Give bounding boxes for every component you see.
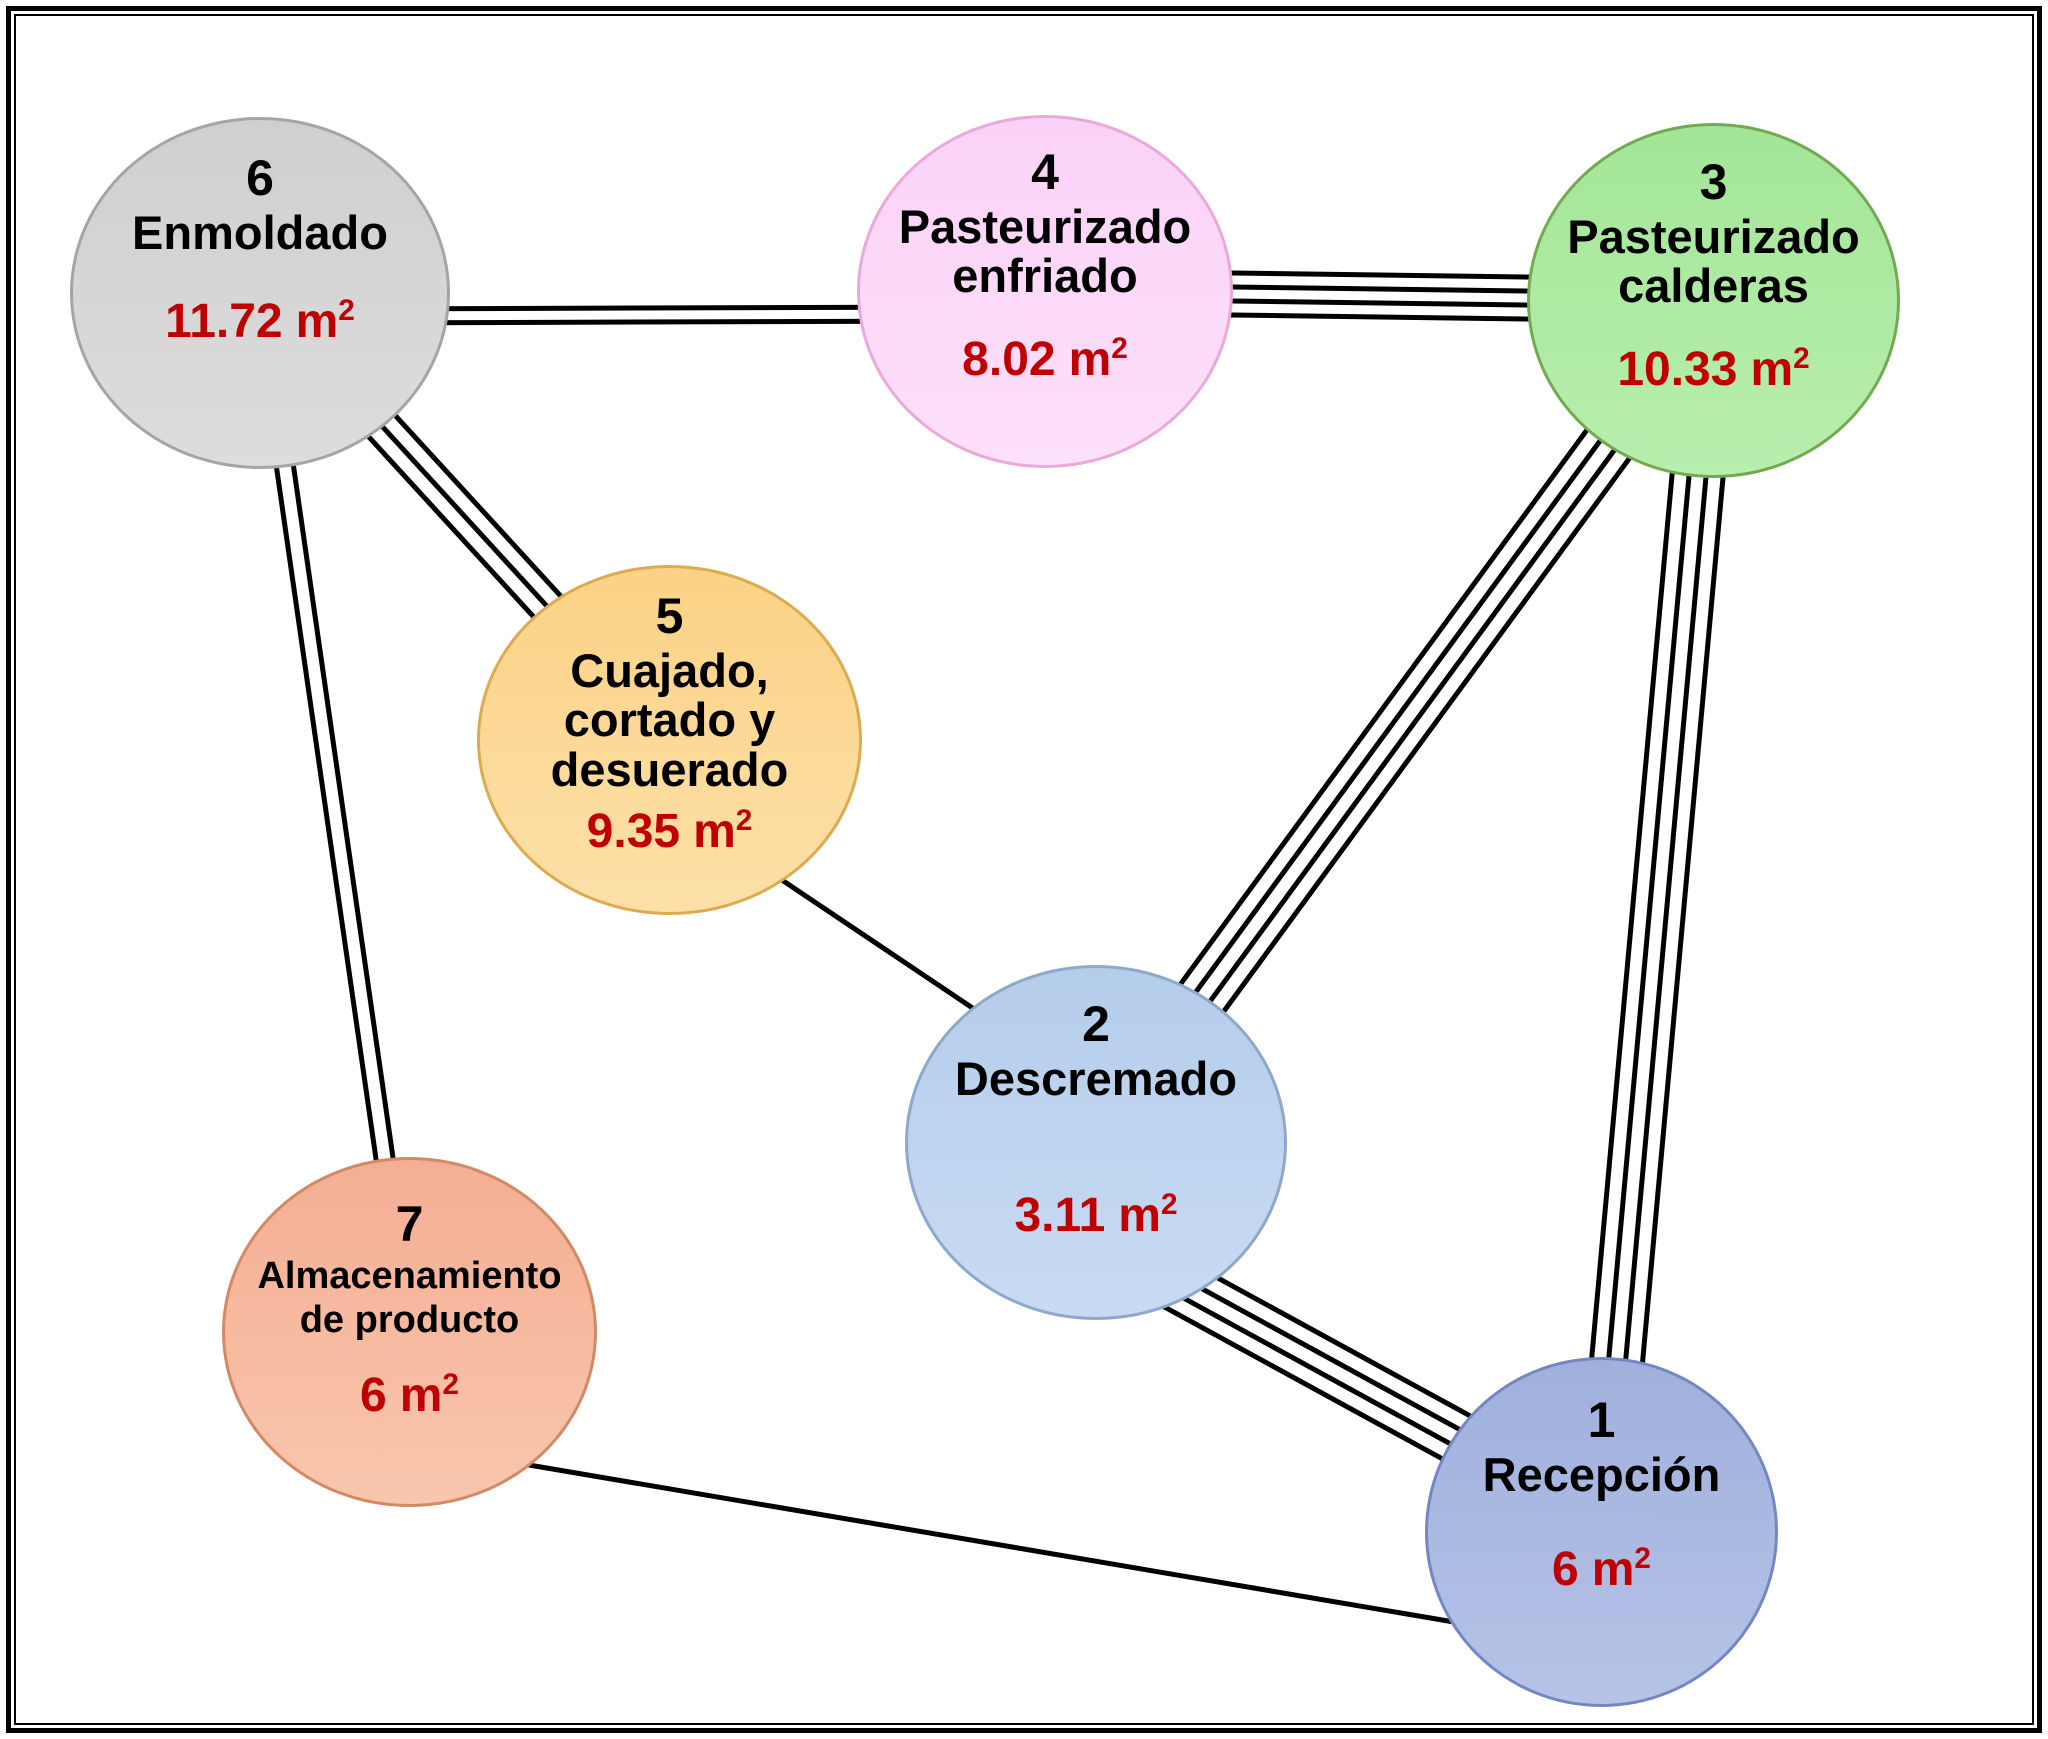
relationship-line	[1624, 302, 1742, 1535]
relationship-line	[1590, 299, 1708, 1532]
node-label: Almacenamiento de producto	[257, 1254, 562, 1342]
area-exponent: 2	[338, 294, 355, 328]
node-label: Recepción	[1482, 1447, 1721, 1501]
area-value: 8.02	[962, 333, 1056, 387]
node-number: 6	[246, 150, 274, 206]
area-unit: m	[1750, 343, 1794, 397]
relationship-line	[1607, 301, 1725, 1533]
relationship-line	[349, 304, 950, 312]
area-exponent: 2	[735, 803, 753, 837]
area-value: 10.33	[1617, 343, 1738, 397]
node-number: 4	[1031, 144, 1059, 200]
node-number: 3	[1699, 154, 1728, 210]
connection-7-1	[469, 1452, 1561, 1643]
area-value: 6	[360, 1369, 387, 1423]
node-number: 2	[1082, 996, 1110, 1052]
relationship-line	[350, 318, 951, 326]
area-unit: m	[295, 295, 339, 349]
area-value: 11.72	[165, 295, 283, 349]
area-unit: m	[1068, 333, 1112, 387]
area-value: 3.11	[1014, 1189, 1106, 1243]
area-unit: m	[1591, 1543, 1635, 1597]
area-unit: m	[1118, 1189, 1161, 1243]
relationship-line	[469, 1452, 1561, 1643]
area-exponent: 2	[442, 1368, 459, 1402]
connection-6-4	[349, 304, 951, 326]
area-exponent: 2	[1111, 332, 1128, 366]
node-number: 1	[1587, 1392, 1616, 1448]
node-label: Pasteurizado calderas	[1567, 209, 1860, 313]
node-number: 5	[655, 588, 684, 644]
relationship-line	[1573, 297, 1691, 1530]
area-unit: m	[693, 804, 736, 858]
area-unit: m	[399, 1369, 443, 1423]
area-value: 9.35	[586, 804, 681, 858]
node-label: Pasteurizado enfriado	[898, 199, 1192, 303]
node-label: Enmoldado	[132, 205, 388, 259]
area-exponent: 2	[1160, 1188, 1178, 1222]
area-exponent: 2	[1634, 1542, 1651, 1576]
area-value: 6	[1552, 1543, 1579, 1597]
node-label: Cuajado, cortado y desuerado	[550, 643, 789, 797]
node-label: Descremado	[954, 1051, 1238, 1105]
area-exponent: 2	[1793, 342, 1810, 376]
node-number: 7	[395, 1196, 424, 1252]
connection-3-1	[1573, 297, 1742, 1535]
